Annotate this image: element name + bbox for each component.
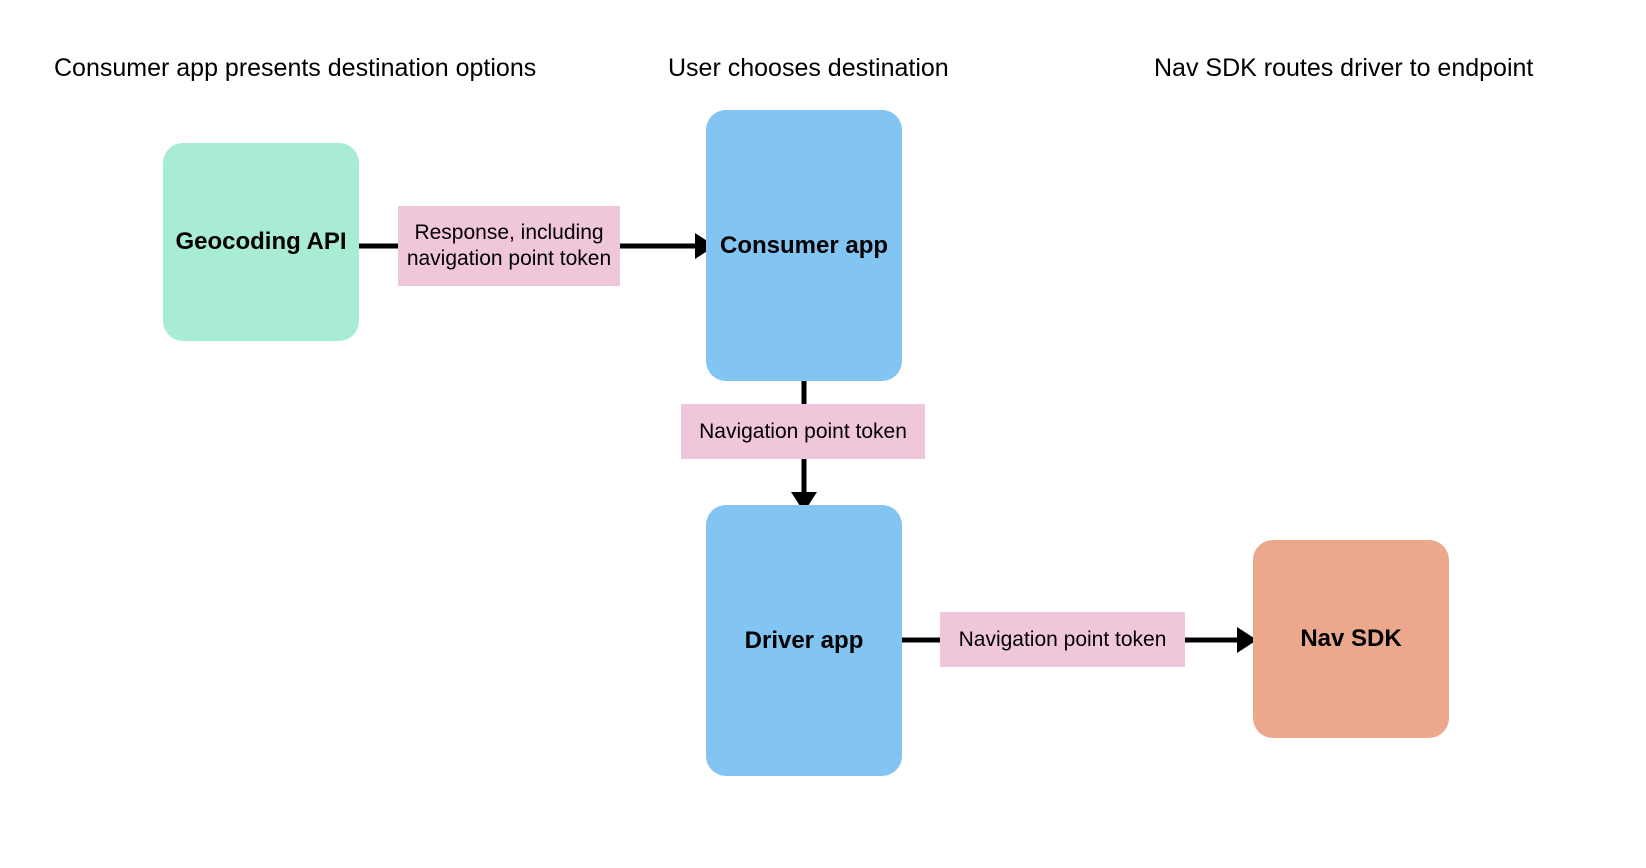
node-nav-sdk: Nav SDK xyxy=(1253,540,1449,738)
column-heading-user-chooses: User chooses destination xyxy=(668,54,949,82)
edge-label-response-including-navigation-point-token: Response, including navigation point tok… xyxy=(398,206,620,286)
column-heading-consumer-options: Consumer app presents destination option… xyxy=(54,54,537,82)
column-heading-nav-routes: Nav SDK routes driver to endpoint xyxy=(1154,54,1534,82)
node-consumer-app: Consumer app xyxy=(706,110,902,381)
node-geocoding-api: Geocoding API xyxy=(163,143,359,341)
node-driver-app: Driver app xyxy=(706,505,902,776)
edge-label-navigation-point-token-driver-to-nav-sdk: Navigation point token xyxy=(940,612,1185,667)
edge-label-navigation-point-token-consumer-to-driver: Navigation point token xyxy=(681,404,925,459)
